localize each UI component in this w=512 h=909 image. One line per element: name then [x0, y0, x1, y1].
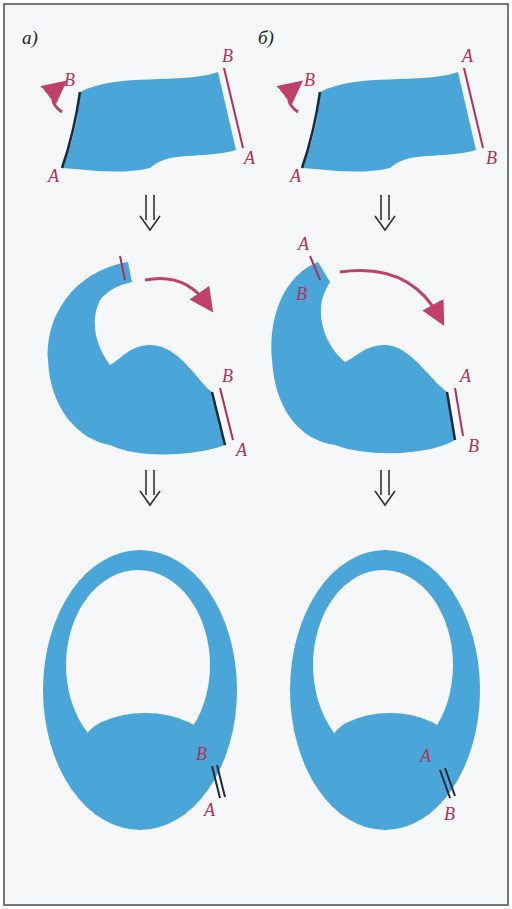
edge-letter: A	[462, 46, 473, 66]
edge-letter: B	[296, 284, 307, 304]
edge-letter: A	[420, 746, 431, 766]
edge-letter: B	[444, 804, 455, 824]
edge-letter: A	[236, 440, 247, 460]
blob-top-a	[53, 68, 243, 172]
edge-letter: A	[290, 166, 301, 186]
edge-letter: A	[244, 148, 255, 168]
edge-letter: B	[64, 70, 75, 90]
blob-middle-b	[271, 256, 463, 453]
edge-letter: B	[486, 148, 497, 168]
panel-label: а)	[22, 28, 38, 48]
edge-letter: B	[222, 46, 233, 66]
blob-middle-a	[48, 256, 233, 454]
edge-letter: B	[304, 70, 315, 90]
frame	[4, 4, 508, 905]
edge-letter: A	[460, 366, 471, 386]
panel-label: б)	[258, 28, 274, 48]
edge-letter: B	[222, 366, 233, 386]
edge-letter: A	[204, 800, 215, 820]
edge-letter: A	[48, 166, 59, 186]
ring-bottom-a	[43, 550, 237, 830]
ring-bottom-b	[290, 550, 480, 830]
down-arrow	[140, 195, 395, 505]
edge-letter: A	[298, 234, 309, 254]
edge-letter: B	[196, 744, 207, 764]
blob-top-b	[289, 68, 483, 172]
edge-letter: B	[468, 436, 479, 456]
